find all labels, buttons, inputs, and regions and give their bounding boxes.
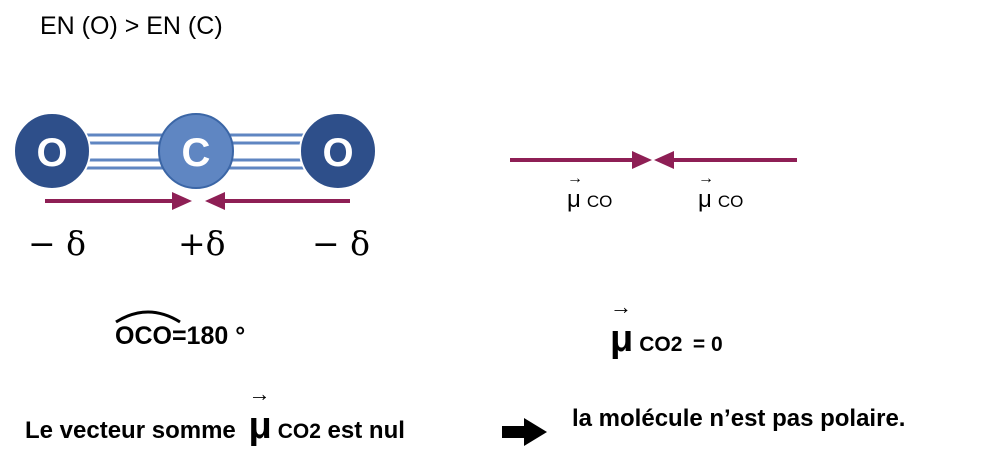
double-bond-left (78, 133, 172, 170)
atom-carbon: C (158, 113, 234, 189)
vector-arrow-icon: → (567, 170, 583, 187)
angle-hat-icon (115, 310, 181, 324)
atom-oxygen-left-label: O (36, 131, 67, 175)
vector-arrow-icon: → (610, 294, 632, 319)
charge-carbon: +δ (178, 224, 226, 263)
vector-arrow-icon: → (248, 381, 271, 406)
vector-arrow-icon: → (698, 170, 714, 187)
vector-arrow-right (654, 151, 797, 169)
atom-carbon-label: C (182, 131, 211, 175)
conclusion-result: la molécule n’est pas polaire. (572, 405, 906, 432)
implies-arrow-icon (502, 418, 547, 446)
atom-oxygen-right-label: O (322, 131, 353, 175)
atom-oxygen-right: O (299, 112, 377, 190)
angle-oco: OCO=180 ° (115, 310, 245, 351)
vector-arrow-left (510, 151, 652, 169)
electronegativity-title: EN (O) > EN (C) (40, 12, 223, 40)
charge-oxygen-right: − δ (312, 224, 371, 263)
dipole-arrow-left (45, 192, 192, 210)
atom-oxygen-left: O (13, 112, 91, 190)
charge-oxygen-left: − δ (28, 224, 87, 263)
dipole-arrow-right (205, 192, 350, 210)
